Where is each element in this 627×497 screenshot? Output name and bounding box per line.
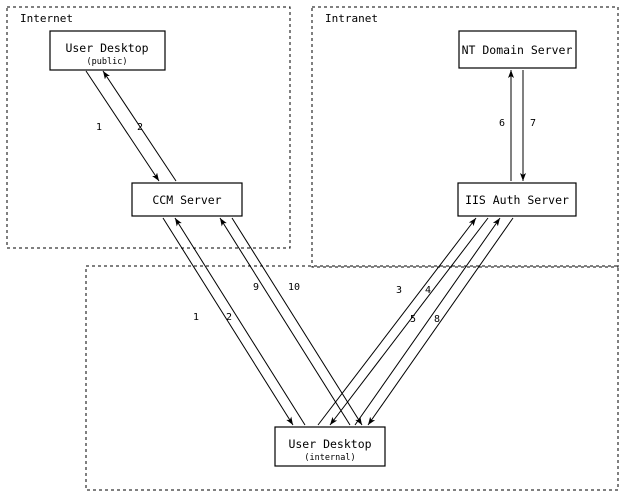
flow-step-number-3: 3 xyxy=(396,285,402,296)
flow-line-8 xyxy=(367,217,514,426)
flow-5-internal-to-iis: 5 xyxy=(354,217,501,426)
node-box-ccm-server xyxy=(131,182,243,217)
flow-2-ccm-to-public: 2 xyxy=(102,70,177,182)
zone-internal-zone xyxy=(85,265,619,491)
zone-boundaries: Internet Intranet xyxy=(6,6,619,491)
flow-line-3 xyxy=(317,217,477,426)
flow-6-iis-to-nt: 6 xyxy=(499,70,514,181)
flow-step-number-6: 6 xyxy=(499,118,505,129)
flow-step-number-2: 2 xyxy=(137,122,143,133)
flow-line-4 xyxy=(329,217,489,426)
flow-7-nt-to-iis: 7 xyxy=(520,70,536,181)
node-title-iis-auth-server: IIS Auth Server xyxy=(465,193,569,207)
zone-boundary-internal-zone xyxy=(85,265,619,491)
zone-boundary-intranet xyxy=(311,6,619,268)
flow-10-ccm-to-internal: 10 xyxy=(231,217,363,426)
flow-step-number-2: 2 xyxy=(226,312,232,323)
flow-step-number-1: 1 xyxy=(96,122,102,133)
node-box-user-desktop-internal xyxy=(274,426,386,467)
zone-intranet: Intranet xyxy=(311,6,619,268)
zone-internet: Internet xyxy=(6,6,291,249)
flow-line-9 xyxy=(219,217,351,426)
flow-1-ccm-to-internal: 1 xyxy=(162,217,294,426)
flow-9-internal-to-ccm: 9 xyxy=(219,217,351,426)
diagram-nodes: User Desktop (public) CCM Server NT Domain … xyxy=(49,30,577,467)
flow-step-number-9: 9 xyxy=(253,282,259,293)
flow-line-5 xyxy=(354,217,501,426)
flow-1-public-to-ccm: 1 xyxy=(85,70,160,182)
node-title-ccm-server: CCM Server xyxy=(152,193,221,207)
flow-step-number-8: 8 xyxy=(434,314,440,325)
node-box-iis-auth-server xyxy=(457,182,577,217)
flow-step-number-7: 7 xyxy=(530,118,536,129)
flow-arrows: 1 2 6 7 1 2 9 10 3 4 5 8 xyxy=(85,70,536,426)
flow-line-1 xyxy=(162,217,294,426)
zone-boundary-internet xyxy=(6,6,291,249)
flow-8-iis-to-internal: 8 xyxy=(367,217,514,426)
node-title-nt-domain-server: NT Domain Server xyxy=(462,43,573,57)
node-box-nt-domain-server xyxy=(458,30,577,69)
node-nt-domain-server: NT Domain Server xyxy=(458,30,577,69)
node-ccm-server: CCM Server xyxy=(131,182,243,217)
flow-line-1 xyxy=(85,70,160,182)
zone-label-internet: Internet xyxy=(20,12,73,25)
zone-label-intranet: Intranet xyxy=(325,12,378,25)
node-subtitle-user-desktop-internal: (internal) xyxy=(304,453,355,463)
flow-3-internal-to-iis: 3 xyxy=(317,217,477,426)
flow-4-iis-to-internal: 4 xyxy=(329,217,489,426)
flow-line-2 xyxy=(102,70,177,182)
flow-step-number-1: 1 xyxy=(193,312,199,323)
flow-step-number-10: 10 xyxy=(288,282,300,293)
flow-line-2 xyxy=(174,217,306,426)
node-title-user-desktop-internal: User Desktop xyxy=(288,437,371,451)
flow-step-number-4: 4 xyxy=(425,285,431,296)
node-subtitle-user-desktop-public: (public) xyxy=(87,57,128,67)
node-user-desktop-internal: User Desktop (internal) xyxy=(274,426,386,467)
node-iis-auth-server: IIS Auth Server xyxy=(457,182,577,217)
flow-line-10 xyxy=(231,217,363,426)
flow-2-internal-to-ccm: 2 xyxy=(174,217,306,426)
node-user-desktop-public: User Desktop (public) xyxy=(49,30,166,71)
flow-step-number-5: 5 xyxy=(410,314,416,325)
node-box-user-desktop-public xyxy=(49,30,166,71)
node-title-user-desktop-public: User Desktop xyxy=(65,41,148,55)
